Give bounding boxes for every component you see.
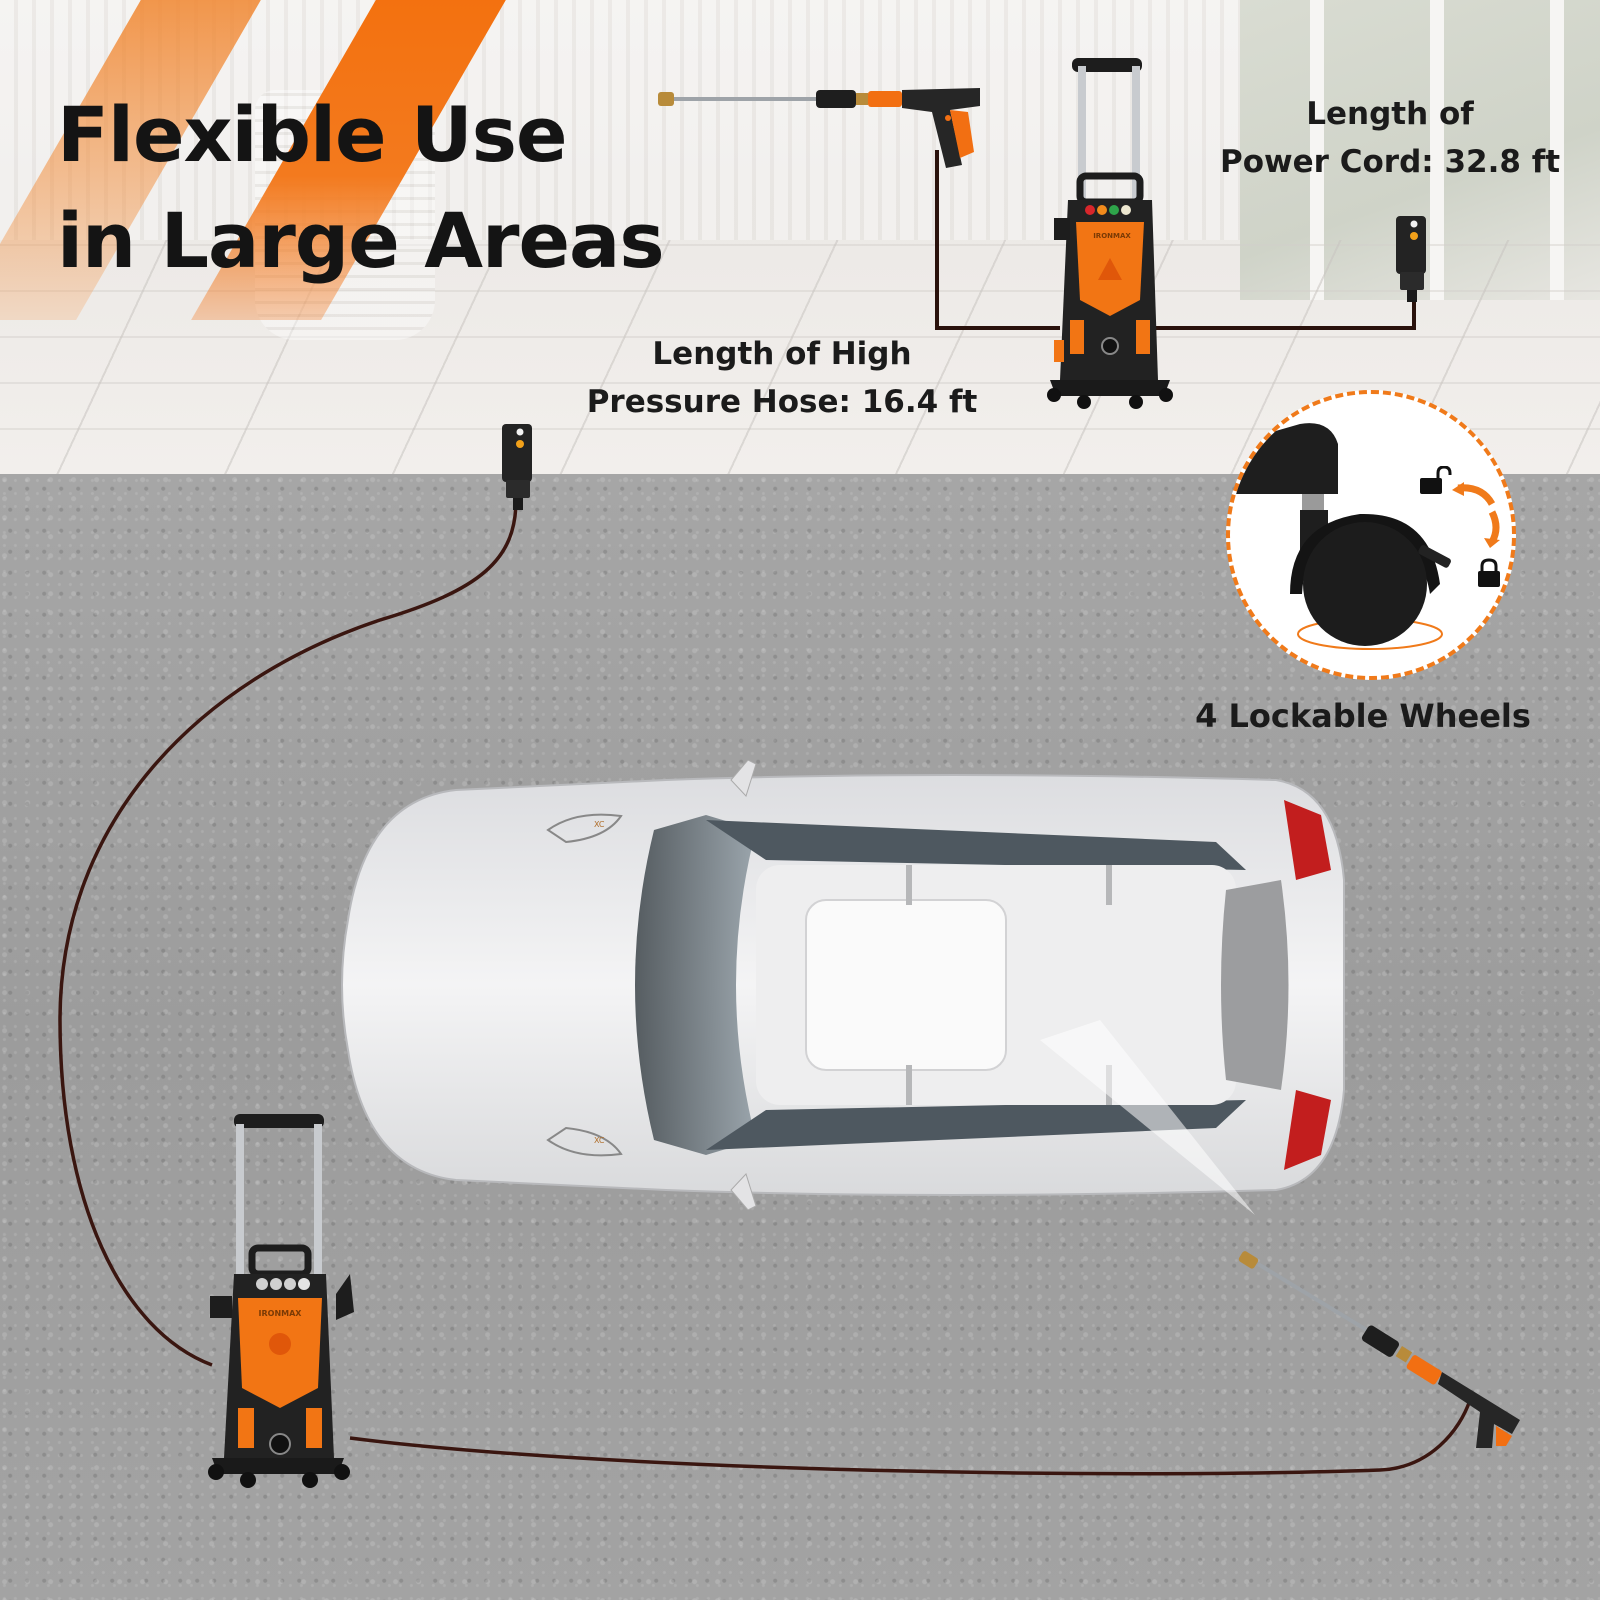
svg-text:IRONMAX: IRONMAX [1093, 232, 1131, 240]
power-cord [58, 499, 518, 1367]
curved-arrow-icon [1452, 482, 1500, 548]
gfci-plug-icon [1396, 216, 1426, 302]
power-cord-callout-line-2: Power Cord: 32.8 ft [1219, 144, 1561, 180]
pressure-washer-bottom: IRONMAX [198, 1108, 358, 1488]
pressure-hose [349, 1399, 1472, 1476]
spray-gun-icon [658, 88, 980, 168]
hose-callout-line-2: Pressure Hose: 16.4 ft [586, 384, 978, 420]
headline-line-2: in Large Areas [57, 196, 665, 285]
lockable-wheels-callout: 4 Lockable Wheels [1195, 697, 1531, 735]
nozzle-green [1109, 205, 1119, 215]
pressure-washer-icon: IRONMAX [1047, 58, 1173, 409]
window-mullion [1430, 0, 1444, 300]
headline: Flexible Use in Large Areas [57, 82, 665, 294]
nozzle-white [1121, 205, 1131, 215]
water-spray [1040, 1020, 1255, 1215]
hose-length-callout: Length of High Pressure Hose: 16.4 ft [572, 330, 992, 426]
power-cord-line-diagram [1150, 300, 1416, 330]
room-background [0, 0, 1600, 474]
nozzle-red [1085, 205, 1095, 215]
wheel-detail-inset [1226, 390, 1516, 680]
window-mullion [1550, 0, 1564, 300]
car-badge-top: XC [594, 820, 605, 829]
pressure-washer-icon: IRONMAX [208, 1114, 354, 1488]
unlocked-padlock-icon [1420, 466, 1452, 494]
gfci-plug-icon [502, 424, 532, 510]
power-cord-length-callout: Length of Power Cord: 32.8 ft [1200, 90, 1580, 186]
brand-label: IRONMAX [259, 1309, 303, 1318]
hose-callout-line-1: Length of High [652, 336, 912, 372]
hose-line-diagram [935, 150, 1060, 330]
headline-line-1: Flexible Use [57, 90, 568, 179]
pressure-washer-top: IRONMAX [1040, 50, 1180, 410]
spray-gun-icon [1238, 1251, 1520, 1448]
window-mullion [1310, 0, 1324, 300]
locked-padlock-icon [1478, 558, 1500, 587]
car-badge-bottom: XC [594, 1136, 605, 1145]
power-cord-callout-line-1: Length of [1306, 96, 1474, 132]
nozzle-yellow [1097, 205, 1107, 215]
